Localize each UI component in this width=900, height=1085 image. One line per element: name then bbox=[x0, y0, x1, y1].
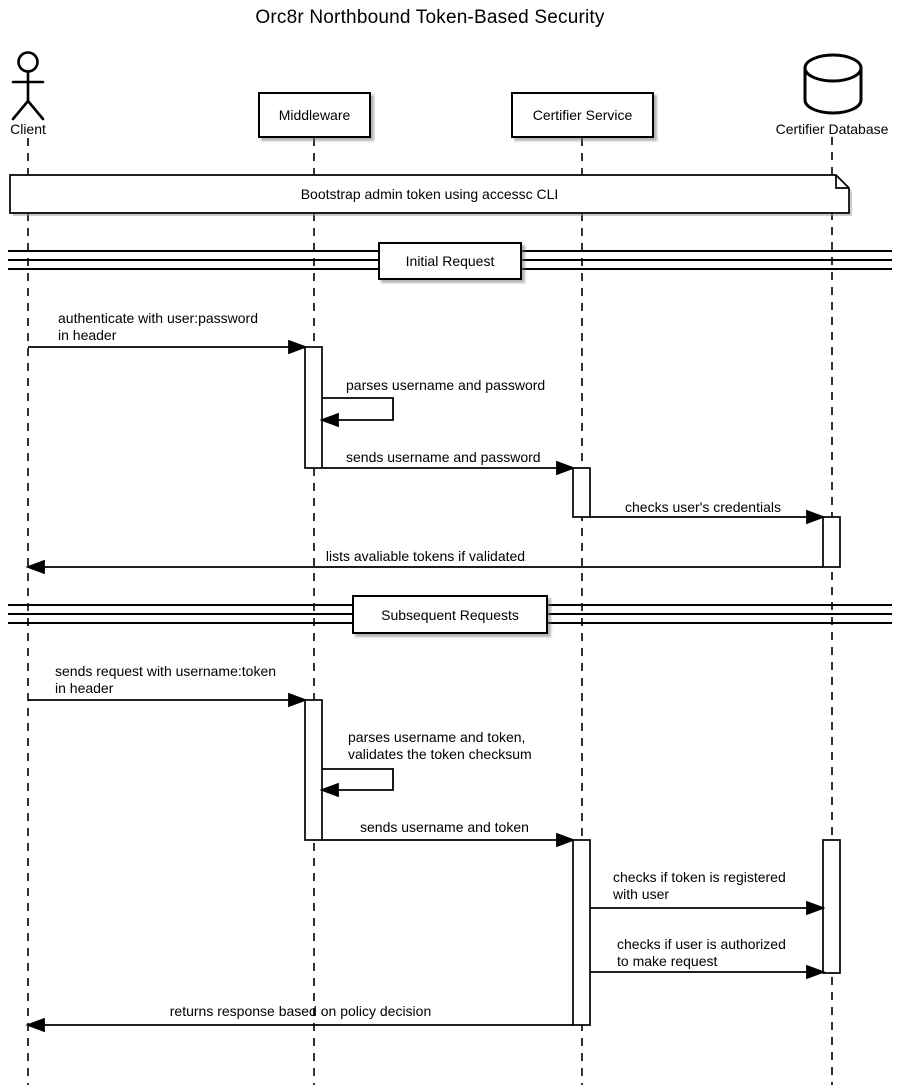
message-sends-password-label: sends username and password bbox=[346, 449, 541, 465]
arrow-parses-token bbox=[322, 768, 394, 791]
arrowhead-checks-registered bbox=[806, 900, 826, 916]
note-shape bbox=[9, 174, 852, 216]
activation-database-2 bbox=[822, 839, 841, 974]
arrowhead-checks-credentials bbox=[806, 509, 826, 525]
arrowhead-parses-token bbox=[319, 782, 339, 798]
actor-icon bbox=[11, 51, 45, 121]
message-checks-registered-label: checks if token is registered with user bbox=[613, 869, 786, 902]
activation-middleware-1 bbox=[304, 346, 323, 469]
lifelines bbox=[27, 137, 833, 1085]
activation-middleware-2 bbox=[304, 699, 323, 841]
divider-subsequent-requests: Subsequent Requests bbox=[352, 595, 548, 634]
participant-box-middleware: Middleware bbox=[258, 92, 371, 138]
note-body bbox=[9, 174, 850, 214]
activation-certifier-1 bbox=[572, 467, 591, 518]
participant-label-middleware: Middleware bbox=[278, 107, 351, 123]
activation-bars bbox=[304, 346, 841, 1026]
arrowhead-checks-authorized bbox=[806, 964, 826, 980]
note-text: Bootstrap admin token using accessc CLI bbox=[300, 186, 559, 202]
participant-box-certifier-service: Certifier Service bbox=[511, 92, 654, 138]
arrow-parses-password bbox=[322, 397, 394, 421]
message-arrows bbox=[25, 339, 826, 1033]
participant-label-certifier-service: Certifier Service bbox=[532, 107, 633, 123]
message-lists-tokens-label: lists avaliable tokens if validated bbox=[325, 548, 526, 564]
arrowhead-parses-password bbox=[319, 412, 339, 428]
participant-label-client: Client bbox=[10, 121, 46, 137]
divider-initial-request-label: Initial Request bbox=[405, 253, 495, 269]
divider-initial-request: Initial Request bbox=[378, 242, 522, 280]
database-icon bbox=[803, 53, 863, 115]
arrowhead-returns-response bbox=[25, 1017, 45, 1033]
message-authenticate-label: authenticate with user:password in heade… bbox=[58, 310, 258, 343]
arrowhead-lists-tokens bbox=[25, 559, 45, 575]
message-checks-authorized-label: checks if user is authorized to make req… bbox=[617, 936, 786, 969]
note-fold bbox=[835, 175, 849, 189]
activation-database-1 bbox=[822, 516, 841, 568]
message-checks-credentials-label: checks user's credentials bbox=[625, 499, 781, 515]
arrowhead-sends-password bbox=[556, 460, 576, 476]
message-sends-request-label: sends request with username:token in hea… bbox=[55, 663, 277, 696]
diagram-title: Orc8r Northbound Token-Based Security bbox=[255, 7, 605, 28]
activation-certifier-2 bbox=[572, 839, 591, 1026]
arrowhead-authenticate bbox=[288, 339, 308, 355]
divider-subsequent-requests-label: Subsequent Requests bbox=[381, 606, 519, 623]
participant-label-certifier-database: Certifier Database bbox=[775, 121, 889, 137]
arrowhead-sends-token bbox=[556, 832, 576, 848]
message-parses-token-label: parses username and token, validates the… bbox=[348, 729, 532, 762]
message-parses-password-label: parses username and password bbox=[346, 377, 546, 393]
message-sends-token-label: sends username and token bbox=[360, 819, 529, 835]
arrowhead-sends-request bbox=[288, 692, 308, 708]
message-returns-response-label: returns response based on policy decisio… bbox=[169, 1003, 432, 1019]
